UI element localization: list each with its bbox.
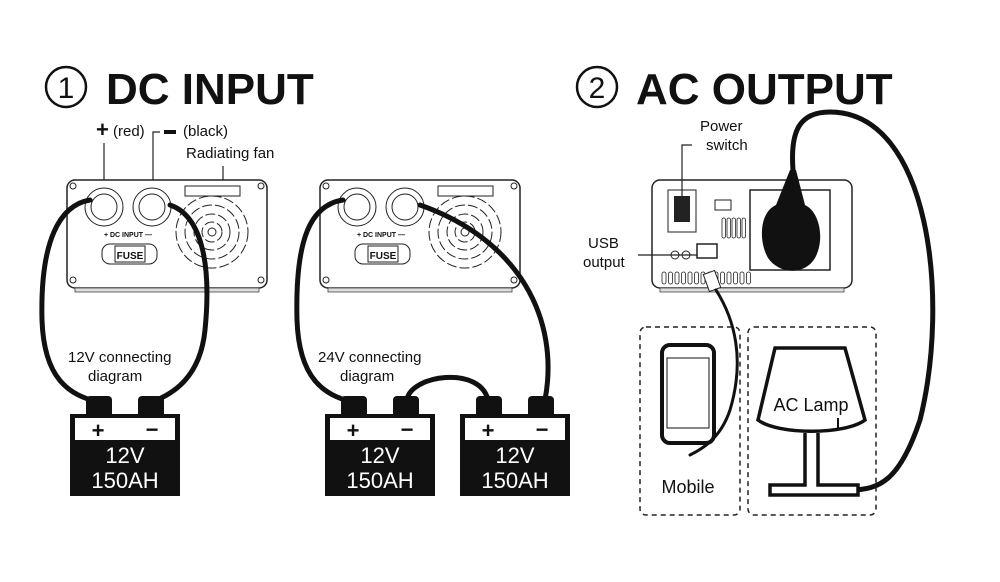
lamp-box: AC Lamp (747, 326, 877, 516)
dc-cables (39, 197, 551, 405)
number-two-badge (575, 65, 619, 109)
24v-connecting-label: 24V connecting (318, 349, 421, 366)
ac-annotations: Power switch USB output (583, 118, 748, 271)
dc-input-title: DC INPUT (106, 65, 314, 114)
usb-output-label: USB (588, 235, 619, 252)
battery-minus: − (536, 417, 549, 442)
battery-positive-post (476, 396, 502, 418)
number-one-badge (44, 65, 88, 109)
12v-connecting-label-2: diagram (88, 368, 142, 385)
battery-voltage: 12V (105, 443, 144, 468)
power-switch-label-2: switch (706, 137, 748, 154)
lamp-label: AC Lamp (773, 395, 848, 415)
ac-plug (761, 170, 821, 271)
battery-plus: + (347, 418, 360, 443)
fuse-label: FUSE (370, 251, 397, 262)
ac-lamp-cable (789, 109, 936, 493)
power-switch[interactable] (674, 196, 690, 222)
dc-input-panel-label: + DC INPUT — (357, 232, 405, 239)
battery-negative-post (528, 396, 554, 418)
usb-port[interactable] (696, 243, 718, 259)
24v-connecting-label-2: diagram (340, 368, 394, 385)
dc-input-panel-label: + DC INPUT — (104, 232, 152, 239)
battery-voltage: 12V (495, 443, 534, 468)
positive-label: (red) (113, 123, 145, 140)
ac-inverter-panel (651, 109, 936, 493)
battery-negative-post (138, 396, 164, 418)
usb-cable (688, 288, 739, 457)
battery-plus: + (92, 418, 105, 443)
battery-positive-post (341, 396, 367, 418)
battery-positive-post (86, 396, 112, 418)
battery-capacity: 150AH (481, 468, 548, 493)
battery-voltage: 12V (360, 443, 399, 468)
fan-label: Radiating fan (186, 145, 274, 162)
mobile-label: Mobile (661, 477, 714, 497)
mobile-box: Mobile (639, 326, 741, 516)
battery-minus: − (401, 417, 414, 442)
fuse-label: FUSE (117, 251, 144, 262)
dc-inverter-panel-12v: + DC INPUT — FUSE (66, 179, 268, 293)
battery-plus: + (482, 418, 495, 443)
dc-input-heading: 1 DC INPUT (44, 65, 314, 114)
lamp-icon (756, 346, 868, 433)
svg-text:+: + (96, 117, 109, 142)
number-one: 1 (58, 72, 75, 105)
negative-label: (black) (183, 123, 228, 140)
usb-output-label-2: output (583, 254, 626, 271)
battery-negative-post (393, 396, 419, 418)
12v-connecting-label: 12V connecting (68, 349, 171, 366)
number-two: 2 (589, 72, 606, 105)
battery-capacity: 150AH (91, 468, 158, 493)
dc-inverter-panel-24v: + DC INPUT — FUSE (319, 179, 521, 293)
ac-output-title: AC OUTPUT (636, 65, 893, 114)
battery-minus: − (146, 417, 159, 442)
battery-capacity: 150AH (346, 468, 413, 493)
power-switch-label: Power (700, 118, 743, 135)
ac-output-heading: 2 AC OUTPUT (575, 65, 893, 114)
